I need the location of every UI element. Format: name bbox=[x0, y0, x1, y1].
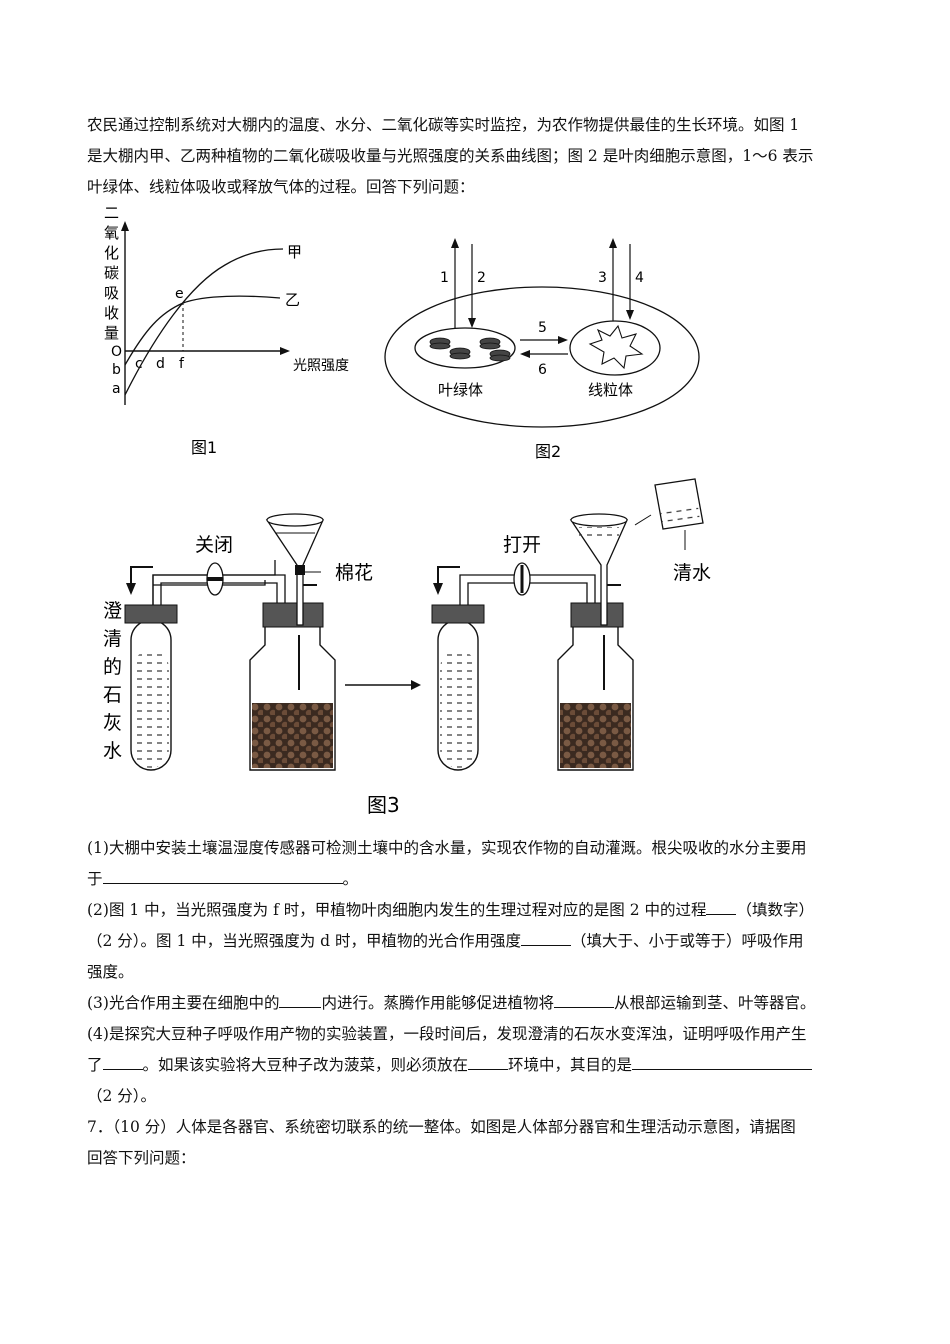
svg-text:1: 1 bbox=[440, 270, 449, 286]
svg-text:二: 二 bbox=[104, 205, 119, 222]
figure-1-label-yi: 乙 bbox=[285, 291, 300, 309]
figure-2-cristae bbox=[588, 324, 644, 370]
question-1-line-2: 于。 bbox=[87, 864, 867, 895]
figure-3-left-bottle-stopper bbox=[262, 602, 324, 628]
svg-text:6: 6 bbox=[538, 362, 547, 378]
question-2: (2)图 1 中，当光照强度为 f 时，甲植物叶肉细胞内发生的生理过程对应的是图… bbox=[87, 895, 867, 988]
question-7-line-2: 回答下列问题： bbox=[87, 1149, 196, 1167]
figure-2-cell: 1 2 3 4 叶绿体 线粒体 5 6 图2 bbox=[384, 238, 700, 461]
figure-2-arrow-4 bbox=[626, 310, 634, 320]
figure-2-chloroplast bbox=[414, 327, 516, 369]
svg-text:化: 化 bbox=[104, 244, 119, 262]
figure-2-caption: 图2 bbox=[535, 442, 561, 461]
question-2-line-1: (2)图 1 中，当光照强度为 f 时，甲植物叶肉细胞内发生的生理过程对应的是图… bbox=[87, 895, 867, 926]
figure-2-grana bbox=[429, 337, 511, 362]
svg-text:水: 水 bbox=[103, 740, 122, 762]
question-7-line-1: 7．（10 分）人体是各器官、系统密切联系的统一整体。如图是人体部分器官和生理活… bbox=[87, 1118, 796, 1136]
svg-text:氧: 氧 bbox=[104, 224, 119, 242]
intro-line-1: 农民通过控制系统对大棚内的温度、水分、二氧化碳等实时监控，为农作物提供最佳的生长… bbox=[87, 116, 800, 134]
figure-1-point-e: e bbox=[175, 286, 184, 302]
intro-paragraph: 农民通过控制系统对大棚内的温度、水分、二氧化碳等实时监控，为农作物提供最佳的生长… bbox=[87, 110, 867, 203]
question-4-blank-1[interactable] bbox=[102, 1051, 143, 1070]
question-3-blank-2[interactable] bbox=[553, 989, 614, 1008]
question-4: (4)是探究大豆种子呼吸作用产物的实验装置，一段时间后，发现澄清的石灰水变浑浊，… bbox=[87, 1019, 867, 1112]
svg-text:灰: 灰 bbox=[103, 712, 122, 734]
question-4-line-2: 了。如果该实验将大豆种子改为菠菜，则必须放在环境中，其目的是 bbox=[87, 1050, 867, 1081]
figure-1-label-jia: 甲 bbox=[287, 243, 302, 261]
figure-2-mitochondrion-label: 线粒体 bbox=[588, 381, 633, 399]
question-4-line-1: (4)是探究大豆种子呼吸作用产物的实验装置，一段时间后，发现澄清的石灰水变浑浊，… bbox=[87, 1025, 807, 1043]
figure-1-point-b: b bbox=[112, 362, 121, 378]
svg-text:石: 石 bbox=[103, 684, 122, 706]
figure-1-point-d: d bbox=[156, 356, 165, 372]
figure-3-caption: 图3 bbox=[367, 793, 400, 817]
figure-1-caption: 图1 bbox=[191, 438, 217, 457]
figure-1-curve-yi bbox=[124, 295, 281, 366]
figure-3-cotton-label: 棉花 bbox=[335, 562, 373, 584]
svg-text:收: 收 bbox=[104, 304, 119, 322]
figure-1-point-c: c bbox=[135, 356, 143, 372]
figure-3-apparatus: 关闭 棉花 澄 清 的 石 灰 水 bbox=[103, 478, 711, 817]
figure-2-arrow-1 bbox=[451, 238, 459, 248]
question-2-line-2: （2 分）。图 1 中，当光照强度为 d 时，甲植物的光合作用强度（填大于、小于… bbox=[87, 926, 867, 957]
figure-3-left-setup: 关闭 棉花 澄 清 的 石 灰 水 bbox=[103, 513, 373, 771]
question-2-blank-1[interactable] bbox=[706, 896, 737, 915]
figure-3-left-tube-stopper bbox=[124, 604, 178, 624]
question-7: 7．（10 分）人体是各器官、系统密切联系的统一整体。如图是人体部分器官和生理活… bbox=[87, 1112, 867, 1174]
figure-3-limewater-label: 澄 清 的 石 灰 水 bbox=[103, 600, 122, 762]
svg-text:量: 量 bbox=[104, 324, 119, 342]
figure-1-xlabel: 光照强度 bbox=[293, 358, 349, 374]
figure-3-open-label: 打开 bbox=[503, 534, 541, 556]
question-2-line-3: 强度。 bbox=[87, 963, 134, 981]
figure-2-arrow-6 bbox=[520, 350, 530, 358]
svg-text:清: 清 bbox=[103, 628, 122, 650]
figure-2-cell-outline bbox=[384, 286, 700, 428]
question-1-line-1: (1)大棚中安装土壤温湿度传感器可检测土壤中的含水量，实现农作物的自动灌溉。根尖… bbox=[87, 839, 807, 857]
figure-1-point-a: a bbox=[112, 381, 121, 397]
figure-1-x-arrow bbox=[280, 347, 290, 355]
question-4-blank-3[interactable] bbox=[632, 1051, 813, 1070]
figure-2-arrow-2 bbox=[468, 318, 476, 328]
figure-2-arrow-5 bbox=[558, 336, 568, 344]
figure-2-arrow-3 bbox=[609, 238, 617, 248]
question-4-blank-2[interactable] bbox=[468, 1051, 509, 1070]
question-2-blank-2[interactable] bbox=[521, 927, 572, 946]
figure-3-right-setup: 打开 清水 bbox=[431, 478, 711, 771]
figure-1-origin: O bbox=[111, 344, 122, 360]
question-3-line-1: (3)光合作用主要在细胞中的内进行。蒸腾作用能够促进植物将从根部运输到茎、叶等器… bbox=[87, 988, 867, 1019]
figure-3-transition-arrow bbox=[411, 680, 421, 690]
svg-text:3: 3 bbox=[598, 270, 607, 286]
question-3: (3)光合作用主要在细胞中的内进行。蒸腾作用能够促进植物将从根部运输到茎、叶等器… bbox=[87, 988, 867, 1019]
question-1: (1)大棚中安装土壤温湿度传感器可检测土壤中的含水量，实现农作物的自动灌溉。根尖… bbox=[87, 833, 867, 895]
figure-3-cotton-plug bbox=[295, 565, 305, 575]
figure-1-y-arrow bbox=[121, 221, 129, 231]
svg-text:的: 的 bbox=[103, 656, 122, 678]
question-3-blank-1[interactable] bbox=[279, 989, 322, 1008]
question-1-blank[interactable] bbox=[102, 865, 343, 884]
figure-1-graph: 二 氧 化 碳 吸 收 量 光照强度 O b a c d f e 甲 乙 图1 bbox=[104, 205, 349, 457]
svg-text:澄: 澄 bbox=[103, 600, 122, 622]
figure-3-closed-label: 关闭 bbox=[195, 534, 233, 556]
question-4-line-3: （2 分）。 bbox=[87, 1087, 157, 1105]
figure-3-water-label: 清水 bbox=[673, 562, 711, 584]
svg-text:4: 4 bbox=[635, 270, 644, 286]
figure-1-curve-jia bbox=[124, 248, 284, 396]
svg-text:5: 5 bbox=[538, 320, 547, 336]
figure-1-ylabel: 二 氧 化 碳 吸 收 量 bbox=[104, 205, 119, 342]
svg-text:2: 2 bbox=[477, 270, 486, 286]
intro-line-3: 叶绿体、线粒体吸收或释放气体的过程。回答下列问题： bbox=[87, 178, 475, 196]
figure-2-mitochondrion bbox=[569, 320, 661, 376]
figure-2-chloroplast-label: 叶绿体 bbox=[438, 381, 483, 399]
intro-line-2: 是大棚内甲、乙两种植物的二氧化碳吸收量与光照强度的关系曲线图；图 2 是叶肉细胞… bbox=[87, 147, 814, 165]
svg-text:吸: 吸 bbox=[104, 284, 119, 302]
figure-1-point-f: f bbox=[179, 356, 185, 372]
svg-text:碳: 碳 bbox=[104, 264, 119, 282]
